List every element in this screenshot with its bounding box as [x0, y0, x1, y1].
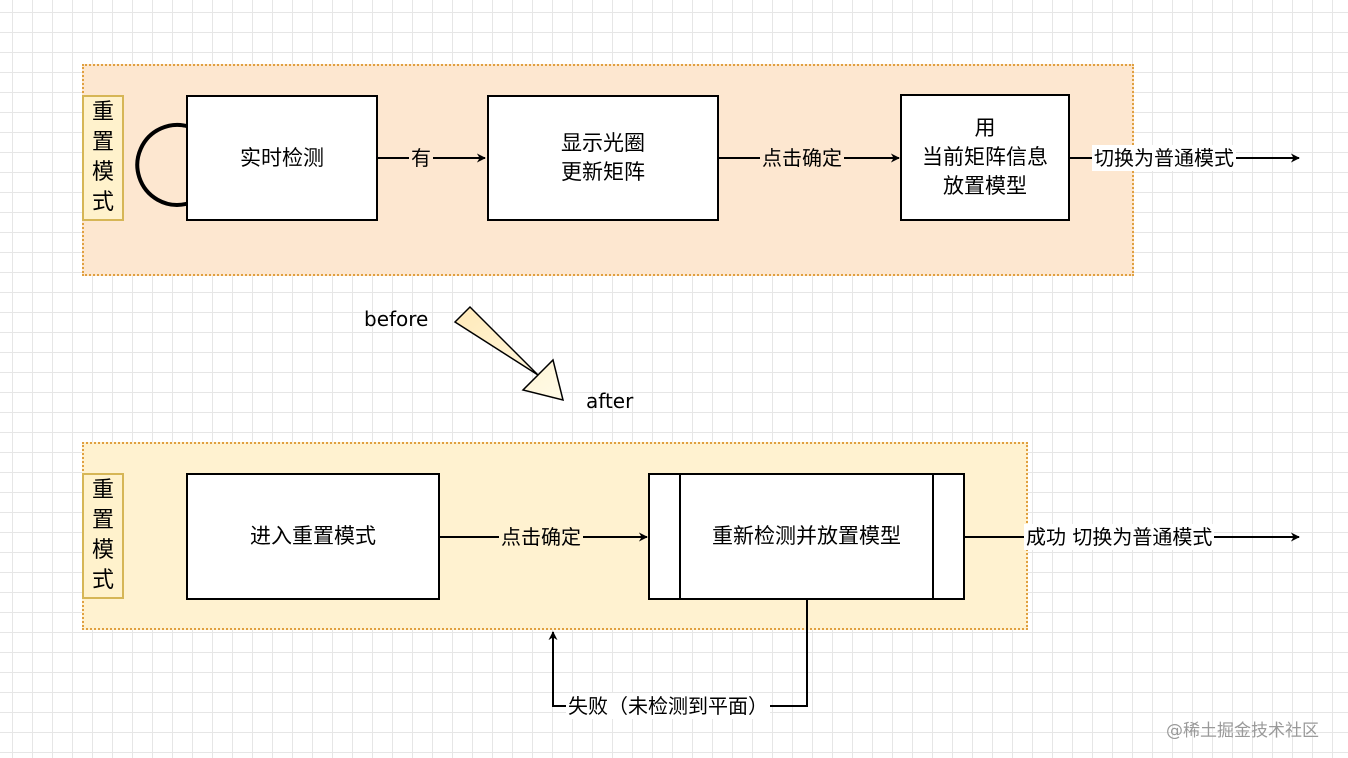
node-place-model: 用 当前矩阵信息 放置模型 [900, 94, 1070, 221]
watermark: @稀土掘金技术社区 [1166, 721, 1319, 741]
node-realtime-detect: 实时检测 [186, 95, 378, 221]
label-enter-to-redetect: 点击确定 [499, 524, 583, 550]
after-label: after [586, 389, 634, 413]
label-success-exit: 成功 切换为普通模式 [1024, 524, 1215, 550]
label-place-exit: 切换为普通模式 [1092, 145, 1236, 171]
node-enter-reset: 进入重置模式 [186, 473, 440, 600]
before-after-arrow-icon [453, 305, 565, 402]
before-label: before [364, 307, 429, 331]
label-failure-loop: 失败（未检测到平面） [566, 693, 770, 719]
label-detect-to-ring: 有 [409, 145, 433, 171]
node-redetect-place: 重新检测并放置模型 [648, 473, 965, 600]
edge-failure-loop [548, 600, 808, 707]
subprocess-bar-left [679, 473, 681, 600]
label-ring-to-place: 点击确定 [760, 145, 844, 171]
node-show-ring: 显示光圈 更新矩阵 [487, 95, 719, 221]
before-group-label: 重置模式 [82, 95, 124, 221]
subprocess-bar-right [932, 473, 934, 600]
after-group-label: 重置模式 [82, 473, 124, 599]
